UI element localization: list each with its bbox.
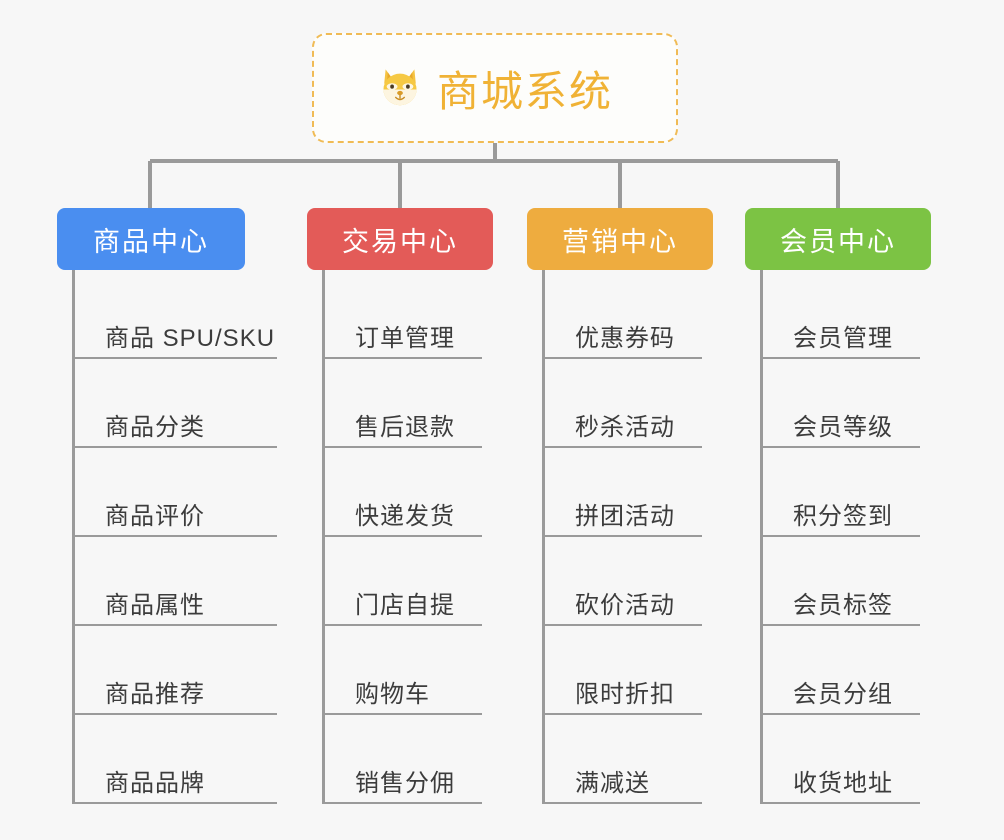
leaf-label: 会员分组 — [793, 681, 893, 708]
leaf-item[interactable]: 积分签到 — [745, 448, 931, 537]
leaf-item[interactable]: 会员分组 — [745, 626, 931, 715]
leaf-label: 商品品牌 — [105, 770, 205, 797]
leaf-item[interactable]: 销售分佣 — [307, 715, 493, 804]
leaf-underline — [322, 446, 482, 448]
leaf-label: 会员等级 — [793, 414, 893, 441]
leaf-underline — [322, 624, 482, 626]
branch-column-0: 商品中心 商品 SPU/SKU 商品分类 商品评价 商品属性 商品推荐 — [57, 208, 277, 804]
leaf-underline — [760, 713, 920, 715]
branch-column-3: 会员中心 会员管理 会员等级 积分签到 会员标签 会员分组 — [745, 208, 931, 804]
leaf-underline — [542, 357, 702, 359]
leaf-underline — [72, 357, 277, 359]
leaf-underline — [322, 357, 482, 359]
leaf-item[interactable]: 收货地址 — [745, 715, 931, 804]
leaf-item[interactable]: 砍价活动 — [527, 537, 713, 626]
leaf-label: 限时折扣 — [575, 681, 675, 708]
branch-body-3: 会员管理 会员等级 积分签到 会员标签 会员分组 收货地址 — [745, 270, 931, 804]
leaf-underline — [72, 535, 277, 537]
root-title: 商城系统 — [436, 67, 613, 115]
leaf-label: 会员标签 — [793, 592, 893, 619]
leaf-label: 快递发货 — [355, 503, 455, 530]
leaf-item[interactable]: 售后退款 — [307, 359, 493, 448]
root-node[interactable]: 商城系统 — [312, 33, 678, 143]
leaf-underline — [72, 624, 277, 626]
leaf-underline — [322, 535, 482, 537]
leaf-item[interactable]: 商品品牌 — [57, 715, 277, 804]
leaf-item[interactable]: 会员标签 — [745, 537, 931, 626]
leaf-item[interactable]: 商品分类 — [57, 359, 277, 448]
leaf-item[interactable]: 门店自提 — [307, 537, 493, 626]
branch-header-3[interactable]: 会员中心 — [745, 208, 931, 270]
leaf-label: 订单管理 — [355, 325, 455, 352]
leaf-item[interactable]: 拼团活动 — [527, 448, 713, 537]
leaf-label: 门店自提 — [355, 592, 455, 619]
leaf-item[interactable]: 限时折扣 — [527, 626, 713, 715]
leaf-underline — [760, 535, 920, 537]
leaf-item[interactable]: 商品属性 — [57, 537, 277, 626]
leaf-label: 收货地址 — [793, 770, 893, 797]
branch-body-0: 商品 SPU/SKU 商品分类 商品评价 商品属性 商品推荐 商品品牌 — [57, 270, 277, 804]
leaf-item[interactable]: 会员管理 — [745, 270, 931, 359]
leaf-label: 售后退款 — [355, 414, 455, 441]
branch-spine-1 — [322, 270, 325, 804]
branch-header-2[interactable]: 营销中心 — [527, 208, 713, 270]
leaf-underline — [760, 446, 920, 448]
leaf-label: 销售分佣 — [355, 770, 455, 797]
branch-column-1: 交易中心 订单管理 售后退款 快递发货 门店自提 购物车 — [307, 208, 493, 804]
leaf-underline — [542, 535, 702, 537]
branch-spine-3 — [760, 270, 763, 804]
leaf-label: 优惠券码 — [575, 325, 675, 352]
leaf-item[interactable]: 订单管理 — [307, 270, 493, 359]
leaf-item[interactable]: 商品推荐 — [57, 626, 277, 715]
leaf-label: 满减送 — [575, 770, 650, 797]
leaf-item[interactable]: 快递发货 — [307, 448, 493, 537]
leaf-label: 商品评价 — [105, 503, 205, 530]
leaf-underline — [542, 446, 702, 448]
leaf-underline — [760, 357, 920, 359]
leaf-underline — [542, 713, 702, 715]
branch-header-0[interactable]: 商品中心 — [57, 208, 245, 270]
branch-column-2: 营销中心 优惠券码 秒杀活动 拼团活动 砍价活动 限时折扣 — [527, 208, 713, 804]
leaf-label: 会员管理 — [793, 325, 893, 352]
leaf-item[interactable]: 购物车 — [307, 626, 493, 715]
leaf-underline — [322, 802, 482, 804]
leaf-item[interactable]: 会员等级 — [745, 359, 931, 448]
leaf-label: 积分签到 — [793, 503, 893, 530]
leaf-item[interactable]: 商品评价 — [57, 448, 277, 537]
leaf-label: 商品 SPU/SKU — [105, 325, 276, 352]
dog-face-icon — [377, 65, 423, 111]
branch-spine-0 — [72, 270, 75, 804]
branch-header-1[interactable]: 交易中心 — [307, 208, 493, 270]
leaf-item[interactable]: 满减送 — [527, 715, 713, 804]
branch-body-2: 优惠券码 秒杀活动 拼团活动 砍价活动 限时折扣 满减送 — [527, 270, 713, 804]
leaf-underline — [760, 624, 920, 626]
branch-body-1: 订单管理 售后退款 快递发货 门店自提 购物车 销售分佣 — [307, 270, 493, 804]
branch-spine-2 — [542, 270, 545, 804]
leaf-label: 商品属性 — [105, 592, 205, 619]
leaf-label: 秒杀活动 — [575, 414, 675, 441]
leaf-label: 砍价活动 — [575, 592, 675, 619]
leaf-underline — [72, 802, 277, 804]
leaf-underline — [542, 802, 702, 804]
leaf-underline — [760, 802, 920, 804]
leaf-underline — [322, 713, 482, 715]
leaf-item[interactable]: 秒杀活动 — [527, 359, 713, 448]
leaf-underline — [542, 624, 702, 626]
leaf-label: 商品分类 — [105, 414, 205, 441]
leaf-underline — [72, 446, 277, 448]
leaf-item[interactable]: 商品 SPU/SKU — [57, 270, 277, 359]
leaf-label: 拼团活动 — [575, 503, 675, 530]
leaf-underline — [72, 713, 277, 715]
leaf-item[interactable]: 优惠券码 — [527, 270, 713, 359]
leaf-label: 商品推荐 — [105, 681, 205, 708]
leaf-label: 购物车 — [355, 681, 430, 708]
